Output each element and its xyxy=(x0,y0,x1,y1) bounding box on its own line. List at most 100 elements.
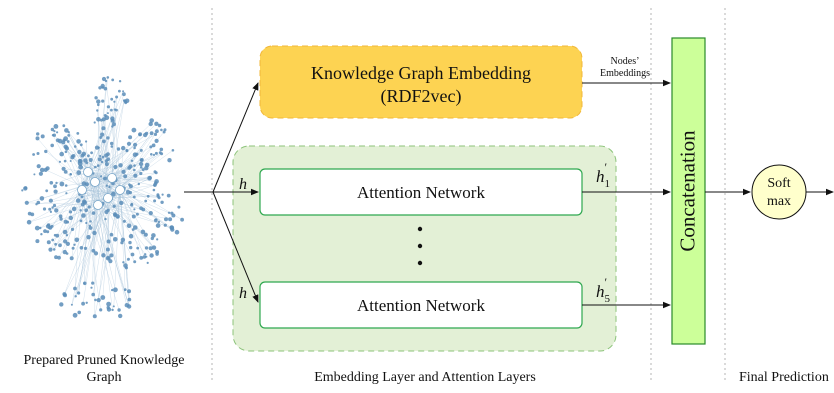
graph-node xyxy=(35,226,40,231)
graph-node xyxy=(175,230,180,235)
graph-node xyxy=(150,131,154,135)
graph-node xyxy=(140,149,143,152)
graph-node xyxy=(21,189,23,191)
graph-node xyxy=(54,243,57,246)
graph-node xyxy=(58,243,62,247)
graph-node xyxy=(48,248,52,252)
graph-node xyxy=(101,253,105,257)
graph-node xyxy=(98,157,102,161)
graph-node xyxy=(71,228,74,231)
graph-node xyxy=(127,258,130,261)
graph-node xyxy=(62,292,66,296)
graph-node xyxy=(119,201,123,205)
softmax-label-line1: Soft xyxy=(752,176,806,192)
graph-node xyxy=(92,231,96,235)
graph-node xyxy=(77,150,81,154)
graph-node xyxy=(108,259,112,263)
graph-node xyxy=(60,182,65,187)
graph-node xyxy=(97,104,100,107)
graph-node xyxy=(92,211,96,215)
graph-node xyxy=(149,145,152,148)
graph-caption-line1: Prepared Pruned Knowledge xyxy=(4,353,204,369)
graph-node xyxy=(111,119,115,123)
graph-node xyxy=(66,252,69,255)
graph-node xyxy=(55,182,57,184)
graph-node xyxy=(160,201,163,204)
graph-node xyxy=(27,220,32,225)
graph-node xyxy=(133,169,136,172)
graph-node xyxy=(125,303,129,307)
nodes-embeddings-label-line1: Nodes’ xyxy=(590,56,660,67)
graph-node xyxy=(113,165,117,169)
graph-node xyxy=(101,100,104,103)
graph-node xyxy=(64,160,67,163)
graph-node xyxy=(69,210,72,213)
graph-hub-node xyxy=(84,168,93,177)
graph-node xyxy=(121,146,125,150)
graph-node xyxy=(132,215,136,219)
graph-node xyxy=(85,222,87,224)
graph-node xyxy=(111,79,114,82)
graph-node xyxy=(113,205,116,208)
graph-node xyxy=(59,152,64,157)
graph-node xyxy=(94,166,97,169)
graph-node xyxy=(80,246,84,250)
graph-node xyxy=(125,149,128,152)
graph-hub-node xyxy=(91,178,100,187)
graph-node xyxy=(154,133,157,136)
graph-node xyxy=(44,168,48,172)
softmax-label-line2: max xyxy=(752,194,806,210)
graph-node xyxy=(41,134,45,138)
graph-node xyxy=(70,256,74,260)
graph-node xyxy=(151,237,154,240)
graph-node xyxy=(164,128,167,131)
graph-node xyxy=(50,181,54,185)
graph-node xyxy=(113,287,118,292)
graph-node xyxy=(102,140,106,144)
graph-node xyxy=(156,238,158,240)
graph-node xyxy=(65,151,68,154)
graph-node xyxy=(81,203,85,207)
graph-node xyxy=(90,287,92,289)
graph-node xyxy=(45,189,48,192)
graph-node xyxy=(138,183,140,185)
graph-node xyxy=(149,253,153,257)
graph-node xyxy=(94,299,97,302)
graph-node xyxy=(73,287,77,291)
graph-node xyxy=(75,238,80,243)
graph-node xyxy=(145,246,148,249)
graph-node xyxy=(100,133,104,137)
graph-node xyxy=(177,206,180,209)
graph-caption-line2: Graph xyxy=(4,370,204,386)
graph-node xyxy=(160,152,163,155)
attention-input-symbol-1: h xyxy=(239,176,247,194)
graph-node xyxy=(36,136,40,140)
graph-node xyxy=(51,239,54,242)
graph-node xyxy=(77,291,80,294)
graph-node xyxy=(62,124,65,127)
graph-node xyxy=(145,256,147,258)
graph-node xyxy=(97,164,100,167)
graph-node xyxy=(39,172,43,176)
graph-node xyxy=(67,134,70,137)
graph-node xyxy=(122,170,126,174)
graph-node xyxy=(105,159,108,162)
graph-node xyxy=(84,247,87,250)
graph-node xyxy=(73,244,75,246)
graph-node xyxy=(65,146,69,150)
graph-node xyxy=(93,314,97,318)
graph-node xyxy=(103,177,107,181)
graph-node xyxy=(35,203,37,205)
graph-hub-node xyxy=(108,174,117,183)
graph-node xyxy=(105,162,109,166)
graph-node xyxy=(172,149,175,152)
graph-node xyxy=(89,220,91,222)
graph-node xyxy=(53,184,57,188)
graph-node xyxy=(35,239,39,243)
graph-node xyxy=(154,170,157,173)
graph-node xyxy=(43,207,46,210)
graph-node xyxy=(33,173,35,175)
graph-node xyxy=(107,257,110,260)
graph-node xyxy=(36,132,39,135)
graph-node xyxy=(50,211,52,213)
